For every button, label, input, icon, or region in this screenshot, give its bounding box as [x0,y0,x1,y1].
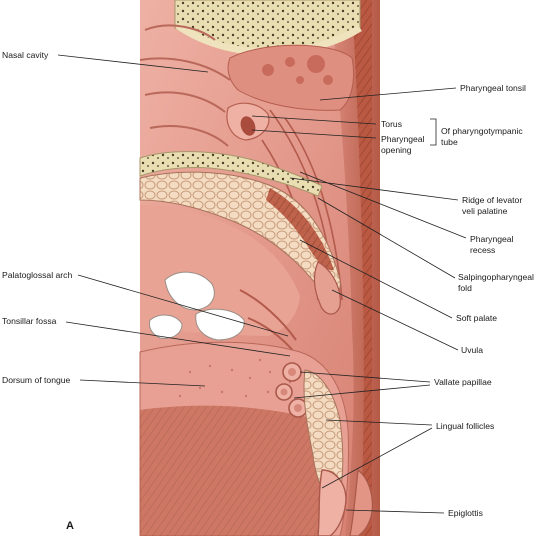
label-palatoglossal-arch: Palatoglossal arch [2,270,73,280]
label-ridge-levator-1: Ridge of levator [462,195,523,205]
label-soft-palate: Soft palate [456,313,498,323]
label-pharyngotympanic-1: Of pharyngotympanic [441,126,523,136]
label-pharyngeal-recess-1: Pharyngeal [470,234,514,244]
label-pharyngeal-opening-1: Pharyngeal [381,134,425,144]
label-lingual-follicles: Lingual follicles [436,421,495,431]
label-salpingopharyngeal-2: fold [458,283,472,293]
label-pharyngotympanic-2: tube [441,137,458,147]
tongue [139,341,350,536]
label-epiglottis: Epiglottis [448,508,483,518]
panel-letter: A [66,520,74,532]
label-ridge-levator-2: veli palatine [462,206,508,216]
leader-lines [57,54,467,514]
label-pharyngeal-opening-2: opening [381,145,412,155]
vallate-papillae [275,362,308,418]
nasal-conchae [139,24,231,147]
hard-palate [139,151,323,197]
pharyngeal-tonsil [227,44,354,111]
epiglottis [317,468,373,536]
label-dorsum-of-tongue: Dorsum of tongue [2,375,71,385]
label-vallate-papillae: Vallate papillae [434,377,492,387]
label-torus: Torus [381,119,403,129]
label-nasal-cavity: Nasal cavity [2,50,49,60]
label-uvula: Uvula [461,345,483,355]
label-salpingopharyngeal-1: Salpingopharyngeal [458,272,534,282]
label-pharyngeal-recess-2: recess [470,245,496,255]
label-pharyngeal-tonsil: Pharyngeal tonsil [460,83,526,93]
teeth [149,271,245,341]
label-tonsillar-fossa: Tonsillar fossa [2,316,57,326]
